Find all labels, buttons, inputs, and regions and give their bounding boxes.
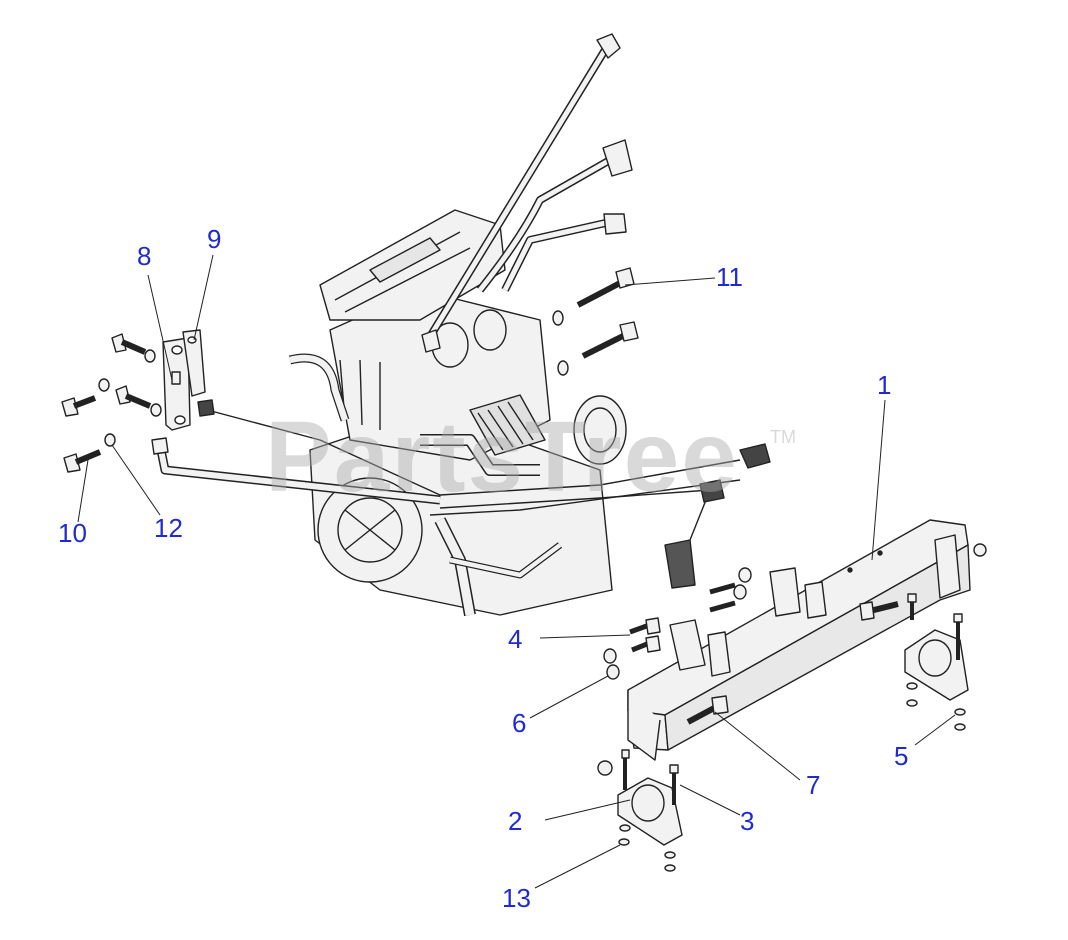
engine-brackets: [162, 329, 206, 431]
engine-mount-right: [904, 543, 987, 731]
callout-5: 5: [894, 741, 909, 771]
crossmember-1: [627, 519, 971, 761]
callout-3: 3: [740, 806, 755, 836]
breather-hose: [421, 33, 621, 353]
front-hose: [151, 437, 441, 505]
callout-10: 10: [58, 518, 87, 548]
callout-4: 4: [508, 624, 523, 654]
watermark: PartsTree: [265, 401, 739, 513]
engine-assembly: [288, 209, 627, 617]
callout-7: 7: [806, 770, 821, 800]
upper-bolts: [552, 267, 639, 376]
callout-1: 1: [877, 370, 892, 400]
callout-9: 9: [207, 224, 222, 254]
crossmember-bolts: [686, 593, 917, 725]
leader-lines: [77, 254, 956, 889]
wiring-harness: [197, 399, 771, 589]
callout-8: 8: [137, 241, 152, 271]
callout-2: 2: [508, 806, 523, 836]
callout-12: 12: [154, 513, 183, 543]
callout-11: 11: [716, 262, 743, 292]
bolts-4-nuts-6: [603, 567, 752, 680]
callout-13: 13: [502, 883, 531, 913]
left-fasteners: [61, 333, 162, 473]
callout-6: 6: [512, 708, 527, 738]
watermark-tm: TM: [770, 427, 796, 447]
engine-mount-left: [597, 749, 683, 872]
coolant-tubes: [476, 139, 633, 293]
